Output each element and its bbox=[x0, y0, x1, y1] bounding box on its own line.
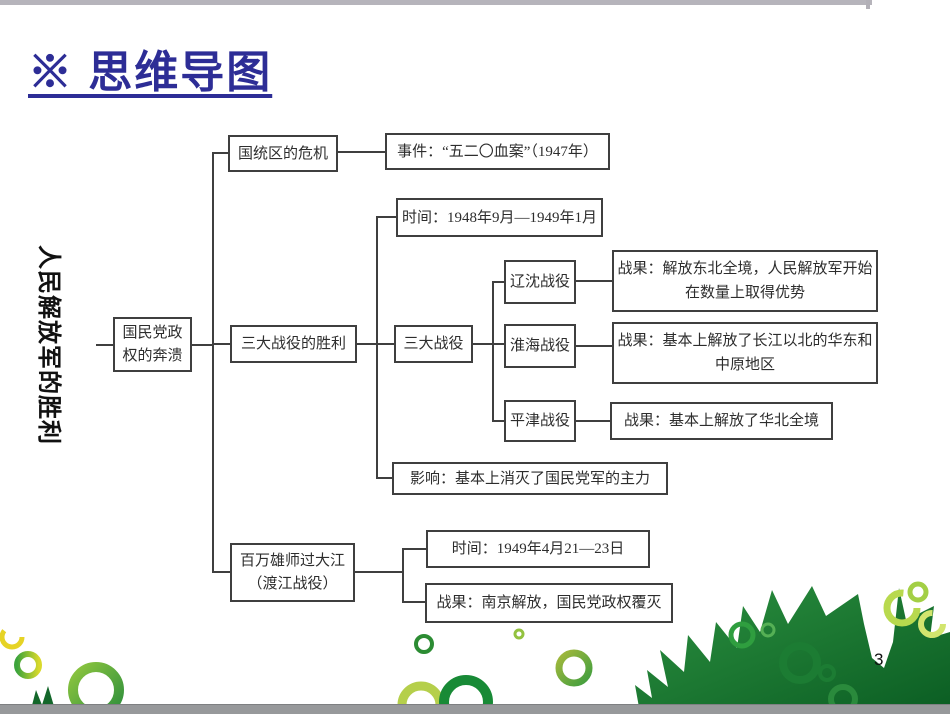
mindmap-node-sandazhanyi: 三大战役 bbox=[394, 325, 473, 363]
connector-spine-branch3 bbox=[402, 548, 404, 603]
ring-decoration bbox=[918, 610, 946, 638]
root-line2: 权的奔溃 bbox=[122, 347, 183, 364]
mindmap-root-node: 国民党政 权的奔溃 bbox=[113, 317, 192, 372]
connector-line bbox=[576, 420, 610, 422]
ring-decoration bbox=[818, 664, 836, 682]
window-top-bar bbox=[0, 0, 872, 5]
mindmap-node-sandazhanyi-shengli: 三大战役的胜利 bbox=[230, 325, 357, 363]
connector-line bbox=[473, 343, 504, 345]
connector-line bbox=[357, 343, 394, 345]
mindmap-node-huaihai: 淮海战役 bbox=[504, 324, 576, 368]
page-number: 3 bbox=[874, 650, 884, 669]
dujiang-line1: 百万雄师过大江 bbox=[239, 552, 345, 569]
connector-line bbox=[213, 343, 230, 345]
connector-line bbox=[492, 420, 504, 422]
connector-line bbox=[213, 152, 228, 154]
connector-line bbox=[576, 280, 612, 282]
connector-line bbox=[376, 477, 392, 479]
mindmap-node-liaoshen: 辽沈战役 bbox=[504, 260, 576, 304]
ring-decoration bbox=[14, 651, 42, 679]
dujiang-line2: （渡江战役） bbox=[247, 575, 338, 592]
ring-decoration bbox=[728, 621, 756, 649]
mindmap-node-huaihai-result: 战果：基本上解放了长江以北的华东和中原地区 bbox=[612, 322, 878, 384]
root-line1: 国民党政 bbox=[122, 324, 183, 341]
mindmap-node-yingxiang: 影响：基本上消灭了国民党军的主力 bbox=[392, 462, 668, 495]
ring-decoration bbox=[779, 642, 821, 684]
mindmap-node-guotongqu: 国统区的危机 bbox=[228, 135, 338, 172]
connector-line bbox=[402, 548, 426, 550]
ring-decoration bbox=[414, 634, 434, 654]
ring-decoration bbox=[907, 581, 929, 603]
connector-line bbox=[376, 216, 396, 218]
window-top-bar-nub bbox=[866, 0, 870, 9]
slide-title: ※ 思维导图 bbox=[28, 48, 273, 97]
connector-line bbox=[576, 345, 612, 347]
connector-line bbox=[338, 151, 385, 153]
connector-line bbox=[192, 344, 213, 346]
mindmap-node-pingjin: 平津战役 bbox=[504, 400, 576, 442]
ring-decoration bbox=[555, 649, 593, 687]
mindmap-node-time-1949: 时间：1949年4月21—23日 bbox=[426, 530, 650, 568]
connector-line bbox=[492, 281, 504, 283]
mindmap-node-dujiang: 百万雄师过大江 （渡江战役） bbox=[230, 543, 355, 602]
connector-line bbox=[213, 571, 230, 573]
ring-decoration bbox=[883, 589, 921, 627]
connector-spine-battles bbox=[492, 281, 494, 422]
ring-decoration bbox=[760, 622, 776, 638]
mindmap-node-pingjin-result: 战果：基本上解放了华北全境 bbox=[610, 402, 833, 440]
ring-decoration bbox=[0, 624, 25, 650]
connector-line bbox=[402, 601, 425, 603]
maple-leaf bbox=[635, 586, 950, 713]
ring-decoration bbox=[513, 628, 525, 640]
vertical-topic-label: 人民解放军的胜利 bbox=[35, 245, 62, 445]
connector-spine-main bbox=[212, 152, 214, 573]
mindmap-node-nanjing-result: 战果：南京解放，国民党政权覆灭 bbox=[425, 583, 673, 623]
mindmap-node-event-1947: 事件：“五二〇血案”（1947年） bbox=[385, 133, 610, 170]
connector-line bbox=[96, 344, 113, 346]
mindmap-node-time-1948: 时间：1948年9月—1949年1月 bbox=[396, 198, 603, 237]
connector-line bbox=[355, 571, 403, 573]
connector-spine-branch2 bbox=[376, 216, 378, 479]
mindmap-node-liaoshen-result: 战果：解放东北全境，人民解放军开始在数量上取得优势 bbox=[612, 250, 878, 312]
